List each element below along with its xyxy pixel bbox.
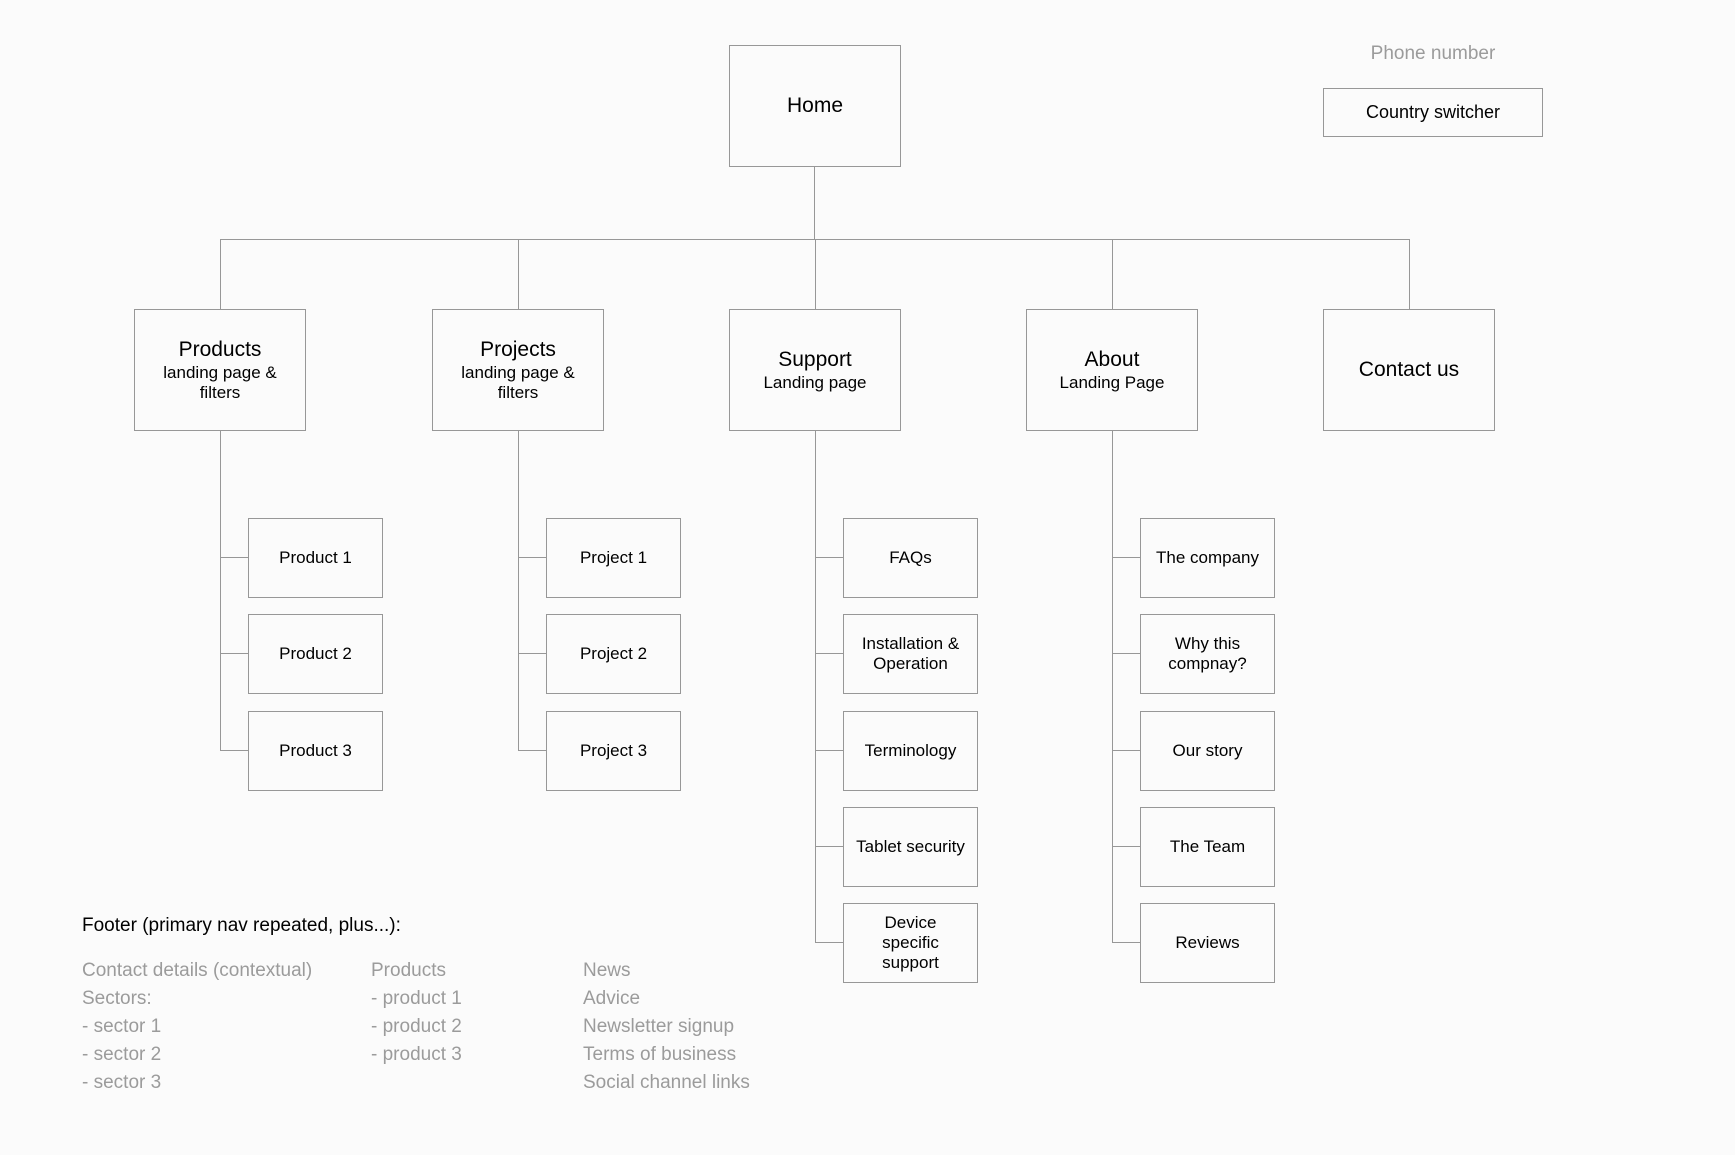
footer-line: - product 1 <box>371 988 462 1009</box>
footer-line: Sectors: <box>82 988 152 1009</box>
node-project-3-label: Project 3 <box>579 741 648 760</box>
node-products: Products landing page & filters <box>134 309 306 431</box>
footer-line: Social channel links <box>583 1072 750 1093</box>
connector-stub-about <box>1112 239 1113 309</box>
node-project-2-label: Project 2 <box>579 644 648 663</box>
connector-child-stub <box>220 557 248 558</box>
node-device-specific-support-label: Device specific support <box>882 913 939 972</box>
connector-stub-contact <box>1409 239 1410 309</box>
node-terminology-label: Terminology <box>864 741 957 760</box>
node-product-1-label: Product 1 <box>279 548 352 567</box>
footer-line: - sector 2 <box>82 1044 162 1065</box>
node-our-story-label: Our story <box>1172 741 1243 760</box>
node-installation-operation-label: Installation & Operation <box>861 634 960 673</box>
node-home: Home <box>729 45 901 167</box>
node-our-story: Our story <box>1140 711 1275 791</box>
connector-stub-projects <box>518 239 519 309</box>
node-product-3-label: Product 3 <box>279 741 352 760</box>
node-products-title: Products <box>178 338 262 361</box>
footer-line: - product 2 <box>371 1016 462 1037</box>
connector-child-stub <box>1112 750 1140 751</box>
node-support: Support Landing page <box>729 309 901 431</box>
footer-column-contact: Contact details (contextual) Sectors: - … <box>82 957 312 1097</box>
footer-heading: Footer (primary nav repeated, plus...): <box>82 915 401 936</box>
connector-child-stub <box>1112 942 1140 943</box>
footer-line: Products <box>371 960 446 981</box>
node-contact-us: Contact us <box>1323 309 1495 431</box>
node-product-2-label: Product 2 <box>279 644 352 663</box>
connector-projects-trunk <box>518 431 519 751</box>
node-product-2: Product 2 <box>248 614 383 694</box>
node-support-title: Support <box>778 348 852 371</box>
node-the-company: The company <box>1140 518 1275 598</box>
node-faqs-label: FAQs <box>889 548 932 567</box>
footer-line: - sector 3 <box>82 1072 162 1093</box>
connector-main-horizontal <box>220 239 1409 240</box>
connector-home-trunk <box>814 167 815 239</box>
footer-line: - product 3 <box>371 1044 462 1065</box>
node-about-title: About <box>1084 348 1140 371</box>
node-terminology: Terminology <box>843 711 978 791</box>
footer-line: Newsletter signup <box>583 1016 735 1037</box>
connector-child-stub <box>518 557 546 558</box>
node-project-2: Project 2 <box>546 614 681 694</box>
node-home-label: Home <box>786 94 844 117</box>
node-about: About Landing Page <box>1026 309 1198 431</box>
node-product-1: Product 1 <box>248 518 383 598</box>
connector-child-stub <box>1112 846 1140 847</box>
country-switcher-label: Country switcher <box>1365 102 1501 122</box>
node-the-team: The Team <box>1140 807 1275 887</box>
node-projects-subtitle: landing page & filters <box>461 363 575 402</box>
node-support-subtitle: Landing page <box>763 373 867 392</box>
connector-child-stub <box>815 653 843 654</box>
connector-child-stub <box>815 942 843 943</box>
connector-child-stub <box>518 653 546 654</box>
connector-child-stub <box>220 750 248 751</box>
connector-products-trunk <box>220 431 221 751</box>
footer-line: News <box>583 960 631 981</box>
node-installation-operation: Installation & Operation <box>843 614 978 694</box>
node-reviews: Reviews <box>1140 903 1275 983</box>
connector-about-trunk <box>1112 431 1113 943</box>
connector-child-stub <box>815 557 843 558</box>
connector-child-stub <box>1112 653 1140 654</box>
node-faqs: FAQs <box>843 518 978 598</box>
node-products-subtitle: landing page & filters <box>163 363 277 402</box>
phone-number-label: Phone number <box>1370 43 1496 64</box>
node-why-this-company-label: Why this compnay? <box>1168 634 1247 673</box>
node-project-1: Project 1 <box>546 518 681 598</box>
connector-support-trunk <box>815 431 816 943</box>
connector-stub-support <box>815 239 816 309</box>
footer-line: Contact details (contextual) <box>82 960 313 981</box>
connector-stub-products <box>220 239 221 309</box>
node-why-this-company: Why this compnay? <box>1140 614 1275 694</box>
country-switcher-box: Country switcher <box>1323 88 1543 137</box>
node-projects: Projects landing page & filters <box>432 309 604 431</box>
connector-child-stub <box>1112 557 1140 558</box>
footer-column-products: Products - product 1 - product 2 - produ… <box>371 957 462 1069</box>
footer-line: - sector 1 <box>82 1016 162 1037</box>
node-project-1-label: Project 1 <box>579 548 648 567</box>
node-about-subtitle: Landing Page <box>1059 373 1165 392</box>
node-device-specific-support: Device specific support <box>843 903 978 983</box>
node-reviews-label: Reviews <box>1175 933 1240 952</box>
footer-line: Terms of business <box>583 1044 737 1065</box>
connector-child-stub <box>518 750 546 751</box>
node-project-3: Project 3 <box>546 711 681 791</box>
node-tablet-security: Tablet security <box>843 807 978 887</box>
connector-child-stub <box>815 846 843 847</box>
footer-line: Advice <box>583 988 641 1009</box>
connector-child-stub <box>815 750 843 751</box>
node-projects-title: Projects <box>480 338 556 361</box>
connector-child-stub <box>220 653 248 654</box>
node-the-company-label: The company <box>1156 548 1259 567</box>
node-the-team-label: The Team <box>1169 837 1246 856</box>
node-contact-us-title: Contact us <box>1358 358 1460 381</box>
node-product-3: Product 3 <box>248 711 383 791</box>
node-tablet-security-label: Tablet security <box>856 837 965 856</box>
footer-column-misc: News Advice Newsletter signup Terms of b… <box>583 957 750 1097</box>
